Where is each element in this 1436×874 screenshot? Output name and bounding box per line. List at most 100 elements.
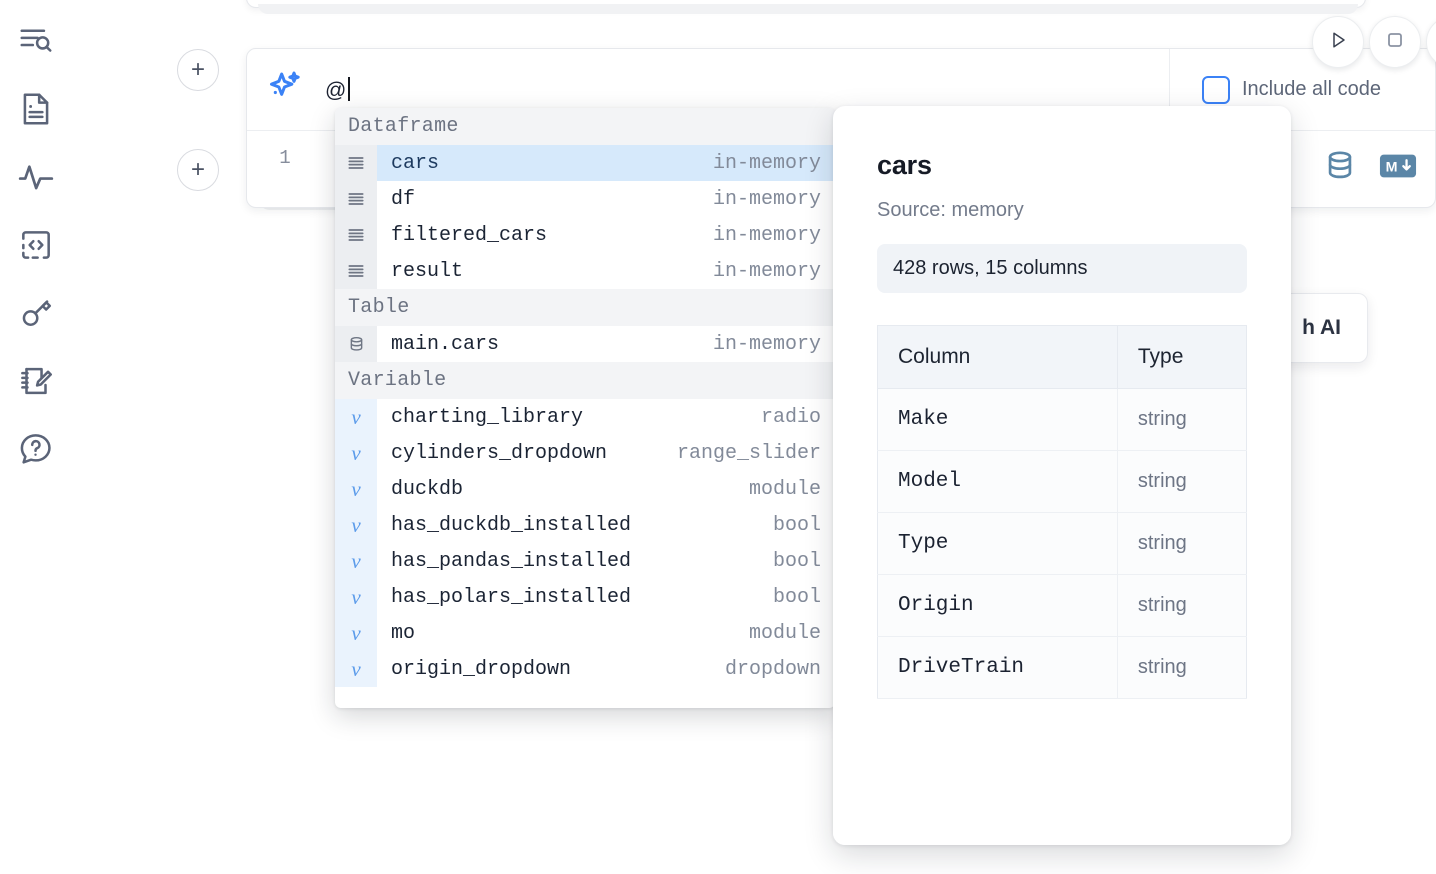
sidebar-item-secrets[interactable] [13,290,59,336]
add-cell-above-button[interactable]: + [177,49,219,91]
column-type: string [1137,656,1187,678]
stop-square-icon [1383,28,1407,57]
dataframe-rows-icon [335,181,377,217]
sidebar-item-snippets[interactable] [13,222,59,268]
variable-icon: v [335,435,377,471]
generate-with-ai-label: h AI [1302,316,1341,339]
snippets-code-icon [17,226,55,264]
table-column-header: Column [877,325,1118,389]
autocomplete-item-name: df [391,187,416,211]
autocomplete-item-type: module [748,621,821,645]
autocomplete-item-type: in-memory [712,332,821,356]
autocomplete-item-type: bool [772,549,821,573]
markdown-icon[interactable]: M [1379,153,1417,184]
autocomplete-item-type: in-memory [712,151,821,175]
table-cell-type: string [1117,636,1247,699]
code-editor-row: 1 [247,131,1435,203]
autocomplete-item[interactable]: main.cars in-memory [335,326,835,362]
dataframe-preview-panel: cars Source: memory 428 rows, 15 columns… [833,106,1291,845]
autocomplete-item[interactable]: v charting_library radio [335,399,835,435]
table-cell-type: string [1117,450,1247,513]
dataframe-rows-icon [335,145,377,181]
autocomplete-item-type: radio [760,405,821,429]
autocomplete-item-name: result [391,259,464,283]
include-all-code-control: Include all code [1169,48,1435,131]
left-sidebar [0,0,72,874]
autocomplete-item-name: origin_dropdown [391,657,572,681]
database-icon[interactable] [1323,149,1357,188]
preview-fade-overlay [833,753,1291,845]
table-cell-column: Make [877,388,1118,451]
sidebar-item-scratchpad[interactable] [13,358,59,404]
column-type: string [1137,470,1187,492]
autocomplete-item[interactable]: v cylinders_dropdown range_slider [335,435,835,471]
column-type: string [1137,532,1187,554]
table-cell-type: string [1117,388,1247,451]
line-number: 1 [279,147,291,169]
sparkles-icon [265,67,305,112]
variable-icon: v [335,615,377,651]
autocomplete-item-type: range_slider [676,441,821,465]
autocomplete-item[interactable]: df in-memory [335,181,835,217]
variable-icon: v [335,507,377,543]
table-cell-column: Model [877,450,1118,513]
help-chat-icon [17,430,55,468]
autocomplete-item-name: has_duckdb_installed [391,513,632,537]
add-cell-below-button[interactable]: + [177,149,219,191]
secrets-key-icon [17,294,55,332]
autocomplete-item-name: mo [391,621,416,645]
autocomplete-item-type: dropdown [724,657,821,681]
sidebar-item-outline-search[interactable] [13,18,59,64]
plus-icon: + [190,156,205,183]
outline-search-icon [17,22,55,60]
autocomplete-item-name: cylinders_dropdown [391,441,608,465]
include-all-code-checkbox[interactable] [1202,75,1230,104]
variable-icon: v [335,543,377,579]
variable-icon: v [335,651,377,687]
autocomplete-item[interactable]: v has_duckdb_installed bool [335,507,835,543]
variable-icon: v [335,399,377,435]
dataframe-rows-icon [335,217,377,253]
variable-icon: v [335,471,377,507]
stop-cell-button[interactable] [1369,16,1421,68]
sidebar-item-help[interactable] [13,426,59,472]
autocomplete-item-name: duckdb [391,477,464,501]
autocomplete-item[interactable]: v origin_dropdown dropdown [335,651,835,687]
ai-prompt-row: @ Include all code [247,48,1435,131]
autocomplete-item-type: in-memory [712,187,821,211]
previous-cell-shadow [258,4,1358,14]
autocomplete-section-header: Dataframe [335,108,835,145]
autocomplete-item-type: bool [772,513,821,537]
ai-prompt-value: @ [325,78,347,102]
autocomplete-item-type: in-memory [712,223,821,247]
ai-sparkle-button[interactable] [247,67,323,112]
run-cell-button[interactable] [1312,16,1364,68]
autocomplete-item-name: charting_library [391,405,584,429]
column-type: string [1137,408,1187,430]
table-cell-column: Origin [877,574,1118,637]
ai-prompt-input[interactable]: @ [323,76,1169,103]
column-name: Model [898,470,962,493]
cell-toolbar: M [1323,149,1417,188]
sidebar-item-file-explorer[interactable] [13,86,59,132]
autocomplete-item-type: bool [772,585,821,609]
activity-icon [17,158,55,196]
sidebar-item-activity[interactable] [13,154,59,200]
preview-stats: 428 rows, 15 columns [877,244,1247,293]
scratchpad-edit-icon [17,362,55,400]
column-name: Origin [898,594,974,617]
column-name: Type [898,532,949,555]
autocomplete-item-name: main.cars [391,332,500,356]
